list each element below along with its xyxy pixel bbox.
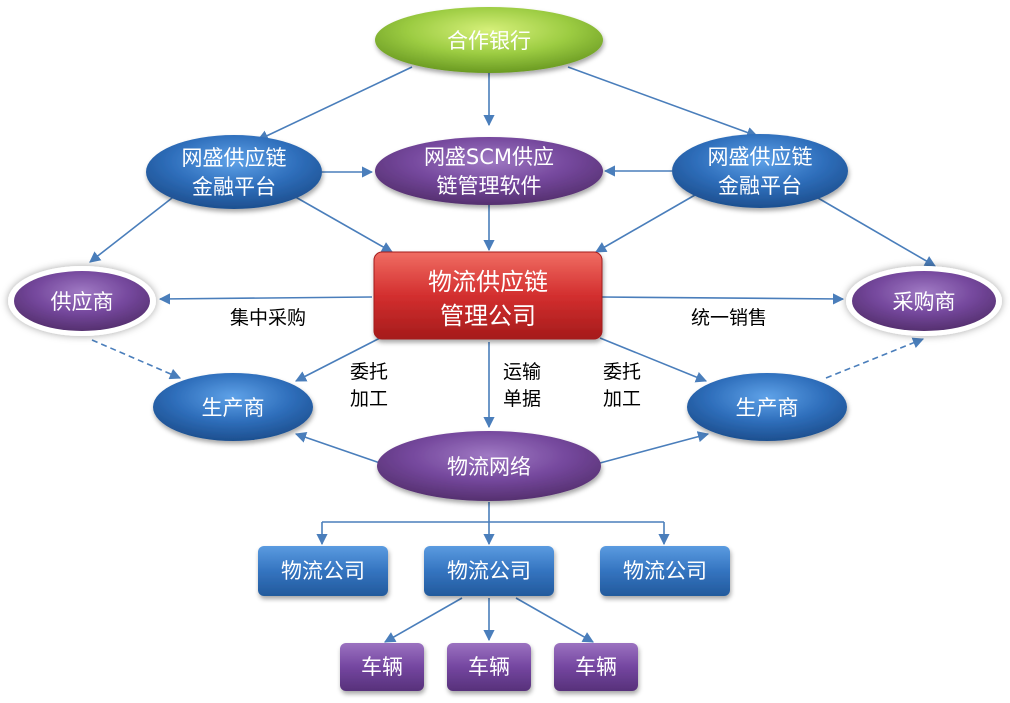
node-logistics-network-label: 物流网络 (447, 455, 531, 479)
node-center-line2: 管理公司 (440, 302, 536, 330)
links (89, 66, 936, 643)
edge-label-entrust-left-line1: 委托 (350, 361, 388, 383)
node-buyer (846, 266, 1002, 336)
node-company-2-label: 物流公司 (447, 559, 531, 583)
edge-label-entrust-left-line2: 加工 (350, 388, 388, 410)
node-finance-left-line1: 网盛供应链 (182, 146, 287, 170)
node-producer-left-label: 生产商 (202, 396, 265, 420)
node-logistics-network (377, 431, 601, 501)
node-vehicle-3-label: 车辆 (575, 655, 617, 679)
link-finance-left-supplier (89, 197, 173, 263)
node-finance-left-line2: 金融平台 (192, 175, 276, 199)
link-finance-right-buyer (817, 197, 936, 267)
edge-label-transport-docs-line2: 单据 (503, 388, 541, 410)
node-center (373, 251, 603, 340)
node-producer-left (153, 373, 313, 441)
link-center-producer-right (599, 337, 708, 383)
link-producer-buyer-dash (825, 337, 925, 379)
node-supplier-label: 供应商 (51, 290, 114, 314)
node-buyer-label: 采购商 (893, 290, 956, 314)
link-center-producer-left (295, 337, 381, 382)
edge-label-unified-sales: 统一销售 (691, 307, 767, 329)
node-company-1-label: 物流公司 (281, 559, 365, 583)
edge-label-central-purchase: 集中采购 (230, 307, 306, 329)
link-company-vehicle-1 (384, 597, 463, 643)
node-vehicle-3 (554, 643, 638, 691)
link-bank-finance-left (256, 66, 413, 141)
node-finance-left (146, 135, 322, 209)
link-network-producer-left (294, 431, 381, 464)
node-company-1 (258, 546, 388, 596)
node-center-line1: 物流供应链 (428, 268, 548, 296)
link-supplier-producer-dash (91, 339, 182, 380)
node-bank (375, 7, 603, 73)
node-company-3 (600, 546, 730, 596)
node-vehicle-1 (340, 643, 424, 691)
node-supplier (8, 266, 156, 336)
node-scm-line1: 网盛SCM供应 (424, 145, 554, 169)
link-center-buyer (601, 293, 845, 305)
edge-label-entrust-right-line1: 委托 (603, 361, 641, 383)
node-bank-label: 合作银行 (447, 29, 531, 53)
node-vehicle-2-label: 车辆 (468, 655, 510, 679)
node-finance-right-line1: 网盛供应链 (708, 145, 813, 169)
link-network-producer-right (599, 431, 710, 464)
link-bank-finance-right (567, 66, 759, 138)
node-scm-line2: 链管理软件 (437, 174, 542, 198)
node-company-2 (424, 546, 554, 596)
link-finance-left-center (291, 194, 393, 253)
node-scm (375, 137, 603, 205)
node-finance-right (672, 134, 848, 208)
node-producer-right (687, 373, 847, 441)
node-finance-right-line2: 金融平台 (718, 174, 802, 198)
edge-label-entrust-right-line2: 加工 (603, 388, 641, 410)
node-producer-right-label: 生产商 (736, 396, 799, 420)
node-company-3-label: 物流公司 (623, 559, 707, 583)
edge-label-transport-docs-line1: 运输 (503, 361, 541, 383)
link-center-supplier (158, 293, 373, 305)
node-vehicle-1-label: 车辆 (361, 655, 403, 679)
link-finance-right-center (595, 194, 696, 253)
node-vehicle-2 (447, 643, 531, 691)
link-company-vehicle-3 (515, 597, 594, 643)
